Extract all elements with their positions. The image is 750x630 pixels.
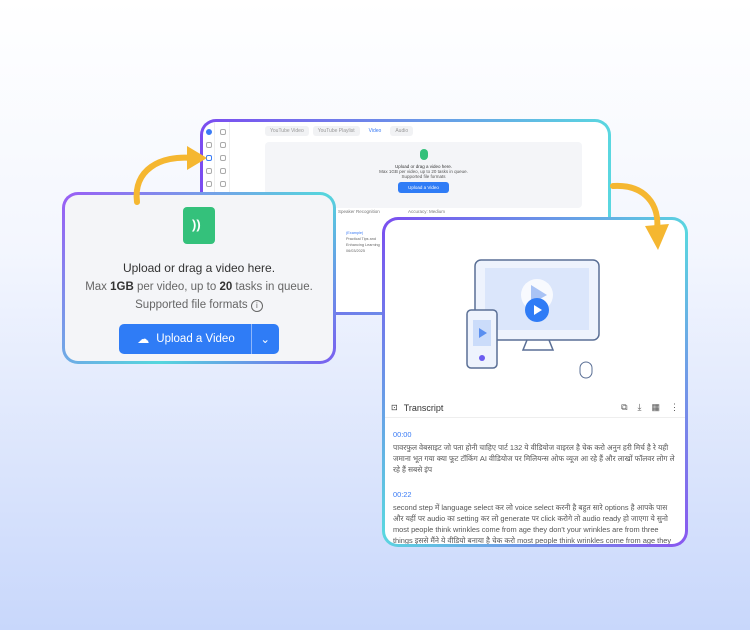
curved-arrow-icon <box>610 182 669 250</box>
logo-icon <box>205 129 212 135</box>
translate-icon[interactable]: ▦ <box>651 402 660 412</box>
tab-audio[interactable]: Audio <box>390 126 414 136</box>
panel-icon[interactable] <box>219 129 226 135</box>
video-illustration <box>466 259 600 379</box>
transcript-header: ⊡ Transcript ⧉ ⤓ ▦ ⋮ <box>385 398 685 418</box>
transcript-body: 00:00 पावरफुल वेबसाइट जो पता होनी चाहिए … <box>393 425 679 544</box>
tab-video[interactable]: Video <box>363 126 387 136</box>
upload-limits: Max 1GB per video, up to 20 tasks in que… <box>85 281 313 293</box>
download-icon[interactable]: ⤓ <box>637 402 642 412</box>
tab-youtube-playlist[interactable]: YouTube Playlist <box>312 126 360 136</box>
chevron-down-icon[interactable]: ⌄ <box>250 324 279 354</box>
transcript-segment: पावरफुल वेबसाइट जो पता होनी चाहिए पार्ट … <box>393 443 675 474</box>
nav-icon[interactable] <box>205 168 212 174</box>
curved-arrow-icon <box>133 146 207 205</box>
formats-link[interactable]: Supported file formats <box>401 174 446 179</box>
accuracy-select[interactable]: Accuracy: Medium <box>408 209 446 214</box>
transcript-card: ⊡ Transcript ⧉ ⤓ ▦ ⋮ 00:00 पावरफुल वेबसा… <box>382 217 688 547</box>
timestamp[interactable]: 00:22 <box>393 490 412 499</box>
tool-icon[interactable] <box>219 181 226 187</box>
transcript-segment: second step में language select कर लो vo… <box>393 503 672 544</box>
upload-title: Upload or drag a video here. <box>394 164 453 169</box>
tab-youtube-video[interactable]: YouTube Video <box>265 126 309 136</box>
transcript-icon: ⊡ <box>391 403 398 412</box>
sidebar-tools <box>216 122 230 242</box>
transcript-title: Transcript <box>403 402 444 413</box>
more-icon[interactable]: ⋮ <box>670 402 679 412</box>
upload-video-button[interactable]: ☁Upload a Video ⌄ <box>119 324 279 354</box>
upload-video-button[interactable]: Upload a Video <box>398 182 449 193</box>
nav-icon[interactable] <box>205 142 212 148</box>
info-icon[interactable]: i <box>250 300 263 312</box>
video-file-icon: )) <box>183 207 215 244</box>
upload-limits: Max 1GB per video, up to 20 tasks in que… <box>379 169 468 174</box>
tool-icon[interactable] <box>219 142 226 148</box>
upload-title: Upload or drag a video here. <box>122 261 276 275</box>
upload-card: )) Upload or drag a video here. Max 1GB … <box>62 192 336 364</box>
formats-link[interactable]: Supported file formats i <box>65 299 333 312</box>
tool-icon[interactable] <box>219 168 226 174</box>
tool-icon[interactable] <box>219 155 226 161</box>
example-card[interactable]: (Example) Practical Tips and Enhancing L… <box>346 231 380 253</box>
cloud-upload-icon: ☁ <box>137 332 150 346</box>
timestamp[interactable]: 00:00 <box>393 430 412 439</box>
nav-icon[interactable] <box>205 181 212 187</box>
copy-icon[interactable]: ⧉ <box>621 402 628 412</box>
source-tabs: YouTube Video YouTube Playlist Video Aud… <box>265 126 414 136</box>
speaker-recognition-toggle[interactable]: Speaker Recognition <box>338 209 380 214</box>
video-file-icon <box>419 149 428 160</box>
